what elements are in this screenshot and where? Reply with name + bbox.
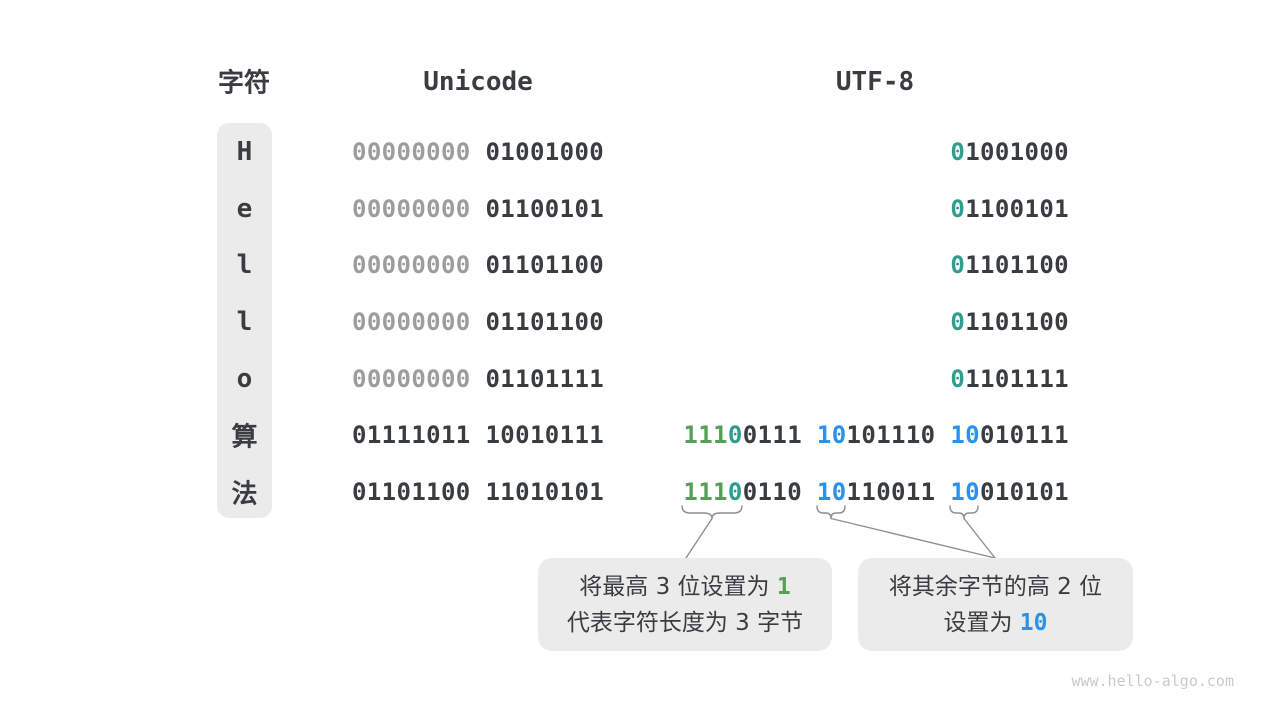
unicode-binary: 00000000 01101111 [352, 365, 604, 393]
text-segment: 1100101 [965, 194, 1069, 223]
text-segment: 01001000 [485, 138, 605, 166]
column-header-utf8: UTF-8 [835, 67, 915, 97]
text-segment: 1 [776, 573, 791, 600]
watermark: www.hello-algo.com [1071, 672, 1234, 690]
text-segment: 将最高 3 位设置为 [579, 573, 777, 600]
callout-high-bits-line2: 代表字符长度为 3 字节 [567, 605, 803, 641]
callout-continuation-bits: 将其余字节的高 2 位 设置为 10 [858, 558, 1133, 651]
text-segment: 01111011 10010111 [352, 421, 605, 450]
text-segment: 01101100 [485, 251, 605, 280]
unicode-binary: 00000000 01100101 [352, 195, 604, 223]
text-segment: 10 [816, 421, 847, 450]
text-segment: 代表字符长度为 3 字节 [566, 609, 804, 636]
utf8-binary: 01101111 [683, 365, 1069, 393]
text-segment: 00000000 [352, 308, 486, 336]
callout-high-bits-line1: 将最高 3 位设置为 1 [579, 569, 790, 605]
text-segment: 10 [950, 421, 981, 450]
text-segment: 1101100 [965, 251, 1069, 280]
text-segment: 0 [727, 478, 743, 507]
utf8-binary: 01001000 [683, 138, 1069, 166]
text-segment: 110011 [846, 478, 951, 507]
char-cell: 算 [231, 422, 258, 453]
char-cell: e [236, 193, 253, 224]
text-segment: 0 [950, 364, 966, 393]
text-segment: 01101111 [485, 364, 605, 393]
text-segment: 0 [950, 138, 966, 166]
unicode-binary: 01101100 11010101 [352, 478, 604, 506]
callout-continuation-bits-line1: 将其余字节的高 2 位 [889, 569, 1102, 605]
text-segment: 1101111 [965, 364, 1069, 393]
utf8-binary: 11100110 10110011 10010101 [683, 478, 1069, 506]
text-segment: 10 [816, 478, 847, 507]
char-cell: l [236, 307, 253, 337]
underbrace-prefix-1110 [681, 505, 743, 520]
text-segment: 01100101 [485, 194, 605, 223]
text-segment: 0111 [742, 421, 817, 450]
text-segment: 0 [950, 251, 966, 280]
column-header-unicode: Unicode [423, 67, 533, 97]
text-segment: 0110 [742, 478, 817, 507]
text-segment: 111 [683, 421, 728, 450]
text-segment: 10 [1019, 609, 1048, 636]
char-cell: H [236, 137, 253, 167]
text-segment: 10 [950, 478, 981, 507]
text-segment: 111 [683, 478, 728, 507]
connector-line-byte3-right-callout [963, 517, 996, 559]
text-segment: 00000000 [352, 364, 486, 393]
text-segment: 1101100 [965, 308, 1069, 336]
text-segment: 01101100 11010101 [352, 478, 605, 507]
utf8-binary: 11100111 10101110 10010111 [683, 421, 1069, 449]
utf8-binary: 01100101 [683, 195, 1069, 223]
text-segment: 00000000 [352, 251, 486, 280]
connector-line-left-callout [685, 517, 713, 559]
char-cell: o [236, 363, 253, 394]
utf8-binary: 01101100 [683, 251, 1069, 279]
text-segment: 010101 [980, 478, 1069, 507]
text-segment: 设置为 [943, 609, 1020, 636]
text-segment: 0 [727, 421, 743, 450]
text-segment: 0 [950, 194, 966, 223]
unicode-binary: 00000000 01101100 [352, 308, 604, 336]
char-cell: l [236, 250, 253, 281]
char-cell: 法 [231, 479, 258, 510]
text-segment: 0 [950, 308, 966, 336]
text-segment: 01101100 [485, 308, 605, 336]
text-segment: 00000000 [352, 138, 486, 166]
unicode-binary: 01111011 10010111 [352, 421, 604, 449]
text-segment: 101110 [846, 421, 951, 450]
column-header-char: 字符 [217, 68, 271, 99]
text-segment: 将其余字节的高 2 位 [888, 573, 1103, 600]
underbrace-prefix-10-byte3 [949, 505, 979, 520]
unicode-binary: 00000000 01001000 [352, 138, 604, 166]
utf8-binary: 01101100 [683, 308, 1069, 336]
text-segment: 010111 [980, 421, 1069, 450]
callout-continuation-bits-line2: 设置为 10 [943, 605, 1047, 641]
connector-line-byte2-right-callout [830, 517, 996, 559]
text-segment: 1001000 [965, 138, 1069, 166]
callout-high-bits: 将最高 3 位设置为 1 代表字符长度为 3 字节 [538, 558, 832, 651]
unicode-binary: 00000000 01101100 [352, 251, 604, 279]
text-segment: 00000000 [352, 194, 486, 223]
underbrace-prefix-10-byte2 [816, 505, 846, 520]
character-column-background [217, 123, 272, 518]
